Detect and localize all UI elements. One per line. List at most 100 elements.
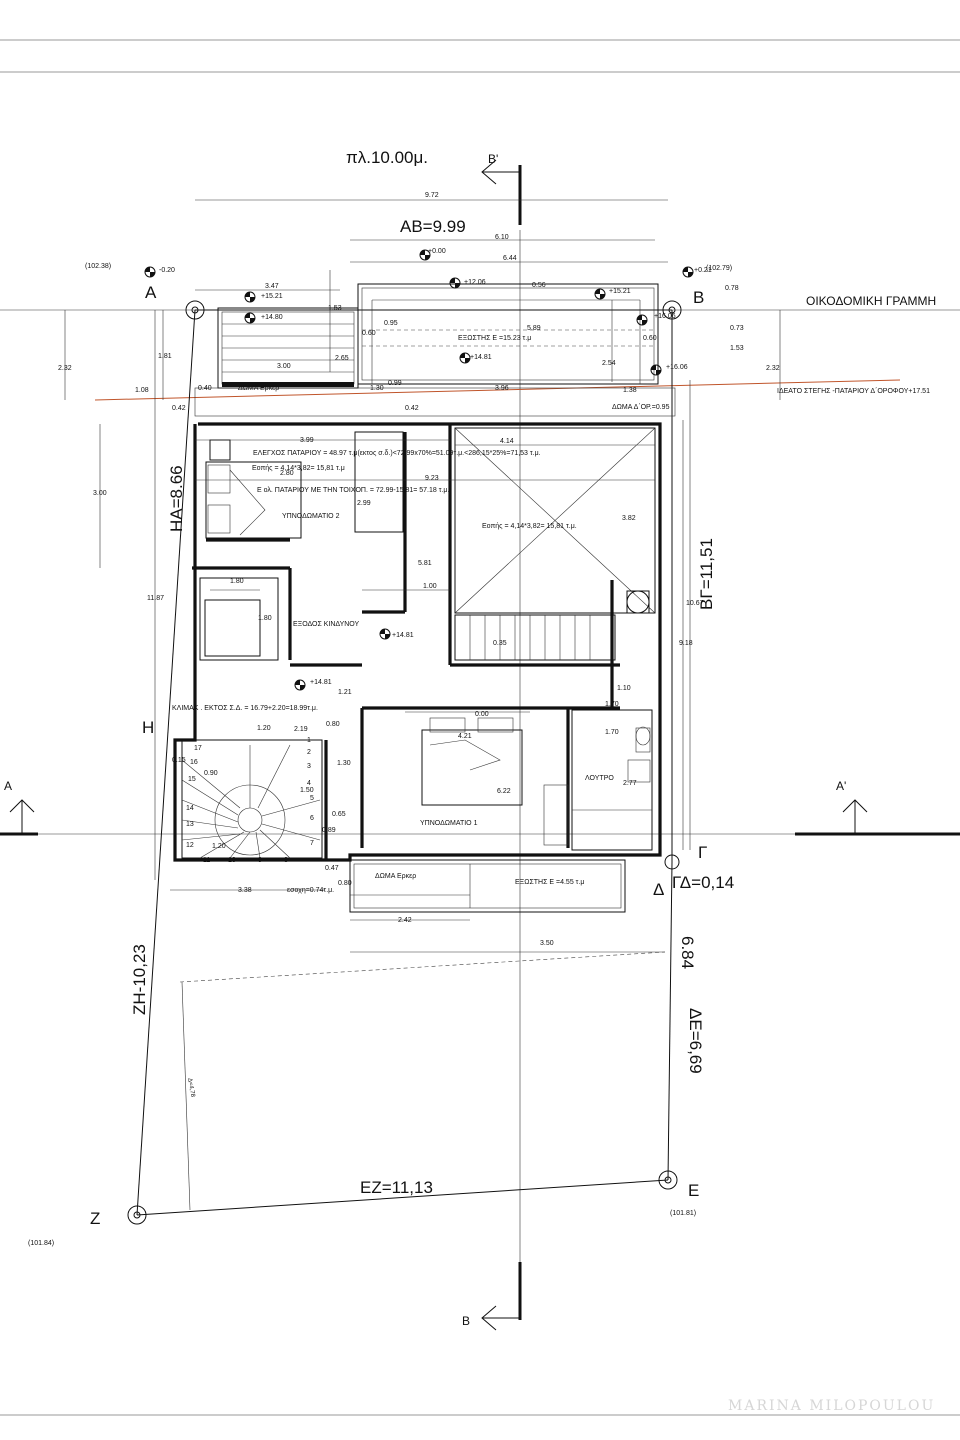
stair-number: 9 — [258, 857, 262, 864]
dim-232-right: 2.32 — [766, 365, 780, 372]
dim-972: 9.72 — [425, 192, 439, 199]
level-label: πλ.10.00μ. — [346, 148, 428, 167]
dim-ab: AB=9.99 — [400, 217, 466, 236]
spiral-staircase — [181, 739, 323, 859]
dim-108: 1.08 — [135, 387, 149, 394]
dim-347: 3.47 — [265, 283, 279, 290]
dim-130: 1.30 — [370, 385, 384, 392]
level-000: +0.00 — [428, 248, 446, 255]
stairwell-attic — [454, 427, 656, 661]
level-1521b: +15.21 — [609, 288, 631, 295]
dim-065: 0.65 — [332, 811, 346, 818]
level-markers — [144, 249, 694, 691]
level-1606a: +16.06 — [654, 313, 676, 320]
stair-area-label: ΚΛΙΜΑΚ . ΕΚΤΟΣ Σ.Δ. = 16.79+2.20=18.99τ.… — [172, 705, 318, 712]
dim-ez: EZ=11,13 — [360, 1178, 433, 1197]
stair-number: 4 — [307, 780, 311, 787]
dim-060b: 0.60 — [643, 335, 657, 342]
stair-number: 10 — [228, 857, 236, 864]
point-e: E — [688, 1181, 699, 1200]
site-boundary — [136, 309, 673, 1216]
dim-110: 1.10 — [617, 685, 631, 692]
stair-number: 2 — [307, 749, 311, 756]
stair-number: 5 — [310, 795, 314, 802]
overhang-label: εσοχη=0.74τ.μ. — [287, 887, 334, 894]
point-d: Δ — [653, 880, 664, 899]
level-021: +0.21 — [694, 267, 712, 274]
section-marker-left — [0, 799, 38, 836]
bedroom1-label: ΥΠΝΟΔΩΜΑΤΙΟ 1 — [420, 820, 478, 827]
stair-number: 13 — [186, 821, 194, 828]
dim-042b: 0.42 — [405, 405, 419, 412]
bedroom1-bed — [405, 711, 530, 806]
doma-erker-bottom: ΔΩΜΑ Ερκερ — [375, 873, 416, 880]
dim-280: 2.80 — [280, 470, 294, 477]
section-marker-right — [795, 799, 960, 836]
dim-138: 1.38 — [623, 387, 637, 394]
point-h: H — [142, 718, 154, 737]
dim-254: 2.54 — [602, 360, 616, 367]
building-line-label: ΟΙΚΟΔΟΜΙΚΗ ΓΡΑΜΜΗ — [806, 294, 936, 308]
dim-1187: 11.87 — [147, 595, 164, 602]
dim-047: 0.47 — [325, 865, 339, 872]
level-1481a: +14.81 — [470, 354, 492, 361]
dim-338: 3.38 — [238, 887, 252, 894]
dim-130b: 1.30 — [337, 760, 351, 767]
point-b: B — [693, 288, 704, 307]
bedroom2-bed — [205, 431, 404, 539]
dim-232-left: 2.32 — [58, 365, 72, 372]
dim-684: 6.84 — [678, 936, 697, 969]
corner-points — [127, 300, 682, 1225]
exostis-top: ΕΞΩΣΤΗΣ Ε =15.23 τ.μ — [458, 335, 531, 342]
dim-180a: 1.80 — [230, 578, 244, 585]
text-layer: πλ.10.00μ. B' B A A' 9.72 AB=9.99 6.10 6… — [4, 148, 936, 1414]
level-1481b: +14.81 — [392, 632, 414, 639]
section-marker-top — [481, 159, 522, 225]
dim-042: 0.42 — [172, 405, 186, 412]
section-label-bottom: B — [462, 1314, 470, 1328]
emergency-exit-label: ΕΞΟΔΟΣ ΚΙΝΔΥΝΟΥ — [293, 621, 360, 628]
stair-number: 6 — [310, 815, 314, 822]
doma-erker-top: ΔΩΜΑ Ερκερ — [238, 385, 279, 392]
dim-581: 5.81 — [418, 560, 432, 567]
level-1751: ΙΔΕΑΤΟ ΣΤΕΓΗΣ -ΠΑΤΑΡΙΟΥ Δ΄ΟΡΟΦΟΥ+17.51 — [777, 388, 930, 395]
elevator-shaft — [199, 577, 279, 661]
elev-a: (102.38) — [85, 263, 111, 270]
dim-170b: 1.70 — [605, 729, 619, 736]
dim-153b: 1.53 — [730, 345, 744, 352]
bedroom2-label: ΥΠΝΟΔΩΜΑΤΙΟ 2 — [282, 513, 340, 520]
dim-300b: 3.00 — [93, 490, 107, 497]
dim-396: 3.96 — [495, 385, 509, 392]
level-1481c: +14.81 — [310, 679, 332, 686]
level-1480: +14.80 — [261, 314, 283, 321]
stair-number: 15 — [188, 776, 196, 783]
dim-bg: BΓ=11,51 — [697, 538, 716, 610]
dim-000: 0.00 — [475, 711, 489, 718]
dim-ha: HA=8.66 — [167, 465, 186, 532]
dim-150: 1.50 — [300, 787, 314, 794]
dim-622: 6.22 — [497, 788, 511, 795]
dim-099: 0.99 — [388, 380, 402, 387]
dim-090: 0.90 — [204, 770, 218, 777]
dim-de: ΔE=6,69 — [686, 1008, 705, 1074]
level-1521a: +15.21 — [261, 293, 283, 300]
dim-035: 0.35 — [493, 640, 507, 647]
elev-b: (102.79) — [706, 265, 732, 272]
dim-277: 2.77 — [623, 780, 637, 787]
dimension-lines — [64, 199, 781, 953]
stair-number: 14 — [186, 805, 194, 812]
point-g: Γ — [698, 843, 707, 862]
eopis-1: Εοπής = 4,14*3,82= 15,81 τ.μ — [252, 465, 345, 472]
dim-180b: 1.80 — [258, 615, 272, 622]
check-attic: ΕΛΕΓΧΟΣ ΠΑΤΑΡΙΟΥ = 48.97 τ.μ(εκτος σ.δ.)… — [253, 450, 541, 457]
dim-219: 2.19 — [294, 726, 308, 733]
section-label-right: A' — [836, 779, 846, 793]
dim-121: 1.21 — [338, 689, 352, 696]
top-terrace — [194, 283, 676, 417]
reference-lines — [0, 230, 960, 1270]
dim-589: 5.89 — [527, 325, 541, 332]
elev-z: (101.84) — [28, 1240, 54, 1247]
point-z: Z — [90, 1209, 100, 1228]
dim-923: 9.23 — [425, 475, 439, 482]
